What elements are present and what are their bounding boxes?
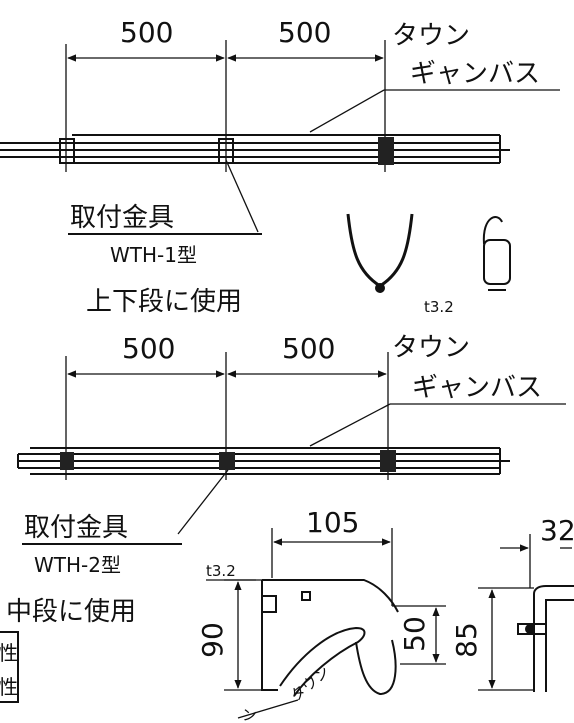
usage-label: 上下段に使用 (86, 287, 242, 317)
top-assembly: 500 500 タウン ギャンバス 取付金具 WTH-1型 上下段に使用 (0, 16, 560, 317)
hook-body (483, 239, 511, 285)
u-bracket (346, 213, 414, 288)
fitting-model: WTH-2型 (34, 553, 121, 577)
dimension-105: 105 (306, 506, 359, 539)
canvas-section (279, 626, 366, 697)
wth1-detail-u (346, 213, 414, 293)
canvas-leader (309, 89, 385, 133)
fitting-leader (225, 159, 259, 233)
edge-box (0, 631, 19, 703)
dimension-500-left: 500 (120, 16, 173, 49)
canvas-small-leader (237, 699, 299, 719)
clamp (218, 138, 234, 164)
dimension-32: 32 (540, 514, 574, 547)
dimension-500-left: 500 (122, 332, 175, 365)
bracket-hook (355, 639, 397, 696)
fitting-label: 取付金具 (70, 203, 174, 233)
dimension-90: 90 (196, 622, 229, 658)
canvas-label-line1: タウン (392, 21, 470, 51)
side-view-inner (545, 599, 574, 692)
clamp (378, 137, 394, 165)
bracket-profile (262, 579, 399, 613)
usage-label: 中段に使用 (6, 597, 136, 627)
dimension-500-right: 500 (278, 16, 331, 49)
clamp (380, 450, 396, 472)
u-bracket-bolt (375, 283, 385, 293)
edge-mark: 性 (0, 675, 18, 699)
fitting-leader (177, 469, 229, 535)
thickness-label-bottom: t3.2 (206, 562, 236, 580)
clamp (59, 138, 75, 164)
side-view-bolt (517, 623, 547, 635)
side-view-profile (533, 585, 574, 692)
wth1-detail-hook: t3.2 (424, 216, 511, 316)
clamp (60, 452, 74, 470)
thickness-label-top: t3.2 (424, 298, 454, 316)
clamp (219, 452, 235, 470)
bracket-slot (301, 591, 311, 601)
dimension-50: 50 (398, 616, 431, 652)
dimension-85: 85 (450, 622, 483, 658)
edge-mark: 性 (0, 641, 18, 665)
side-view-bolt-head (525, 624, 535, 634)
hook-top (482, 216, 503, 245)
wth2-detail: 105 t3.2 90 50 85 32 タウン (196, 506, 574, 723)
fitting-label: 取付金具 (24, 513, 128, 543)
bottom-assembly: 500 500 タウン ギャンバス 取付金具 WTH-2型 中段に使用 性 性 (0, 332, 566, 703)
bracket-notch (262, 595, 277, 613)
canvas-label-line1: タウン (392, 333, 470, 363)
dimension-500-right: 500 (282, 332, 335, 365)
fitting-model: WTH-1型 (110, 243, 197, 267)
canvas-leader (309, 403, 391, 447)
canvas-label-line2: ギャンバス (412, 373, 542, 403)
canvas-label-line2: ギャンバス (410, 59, 540, 89)
canvas-small-label2: ン (242, 706, 257, 723)
